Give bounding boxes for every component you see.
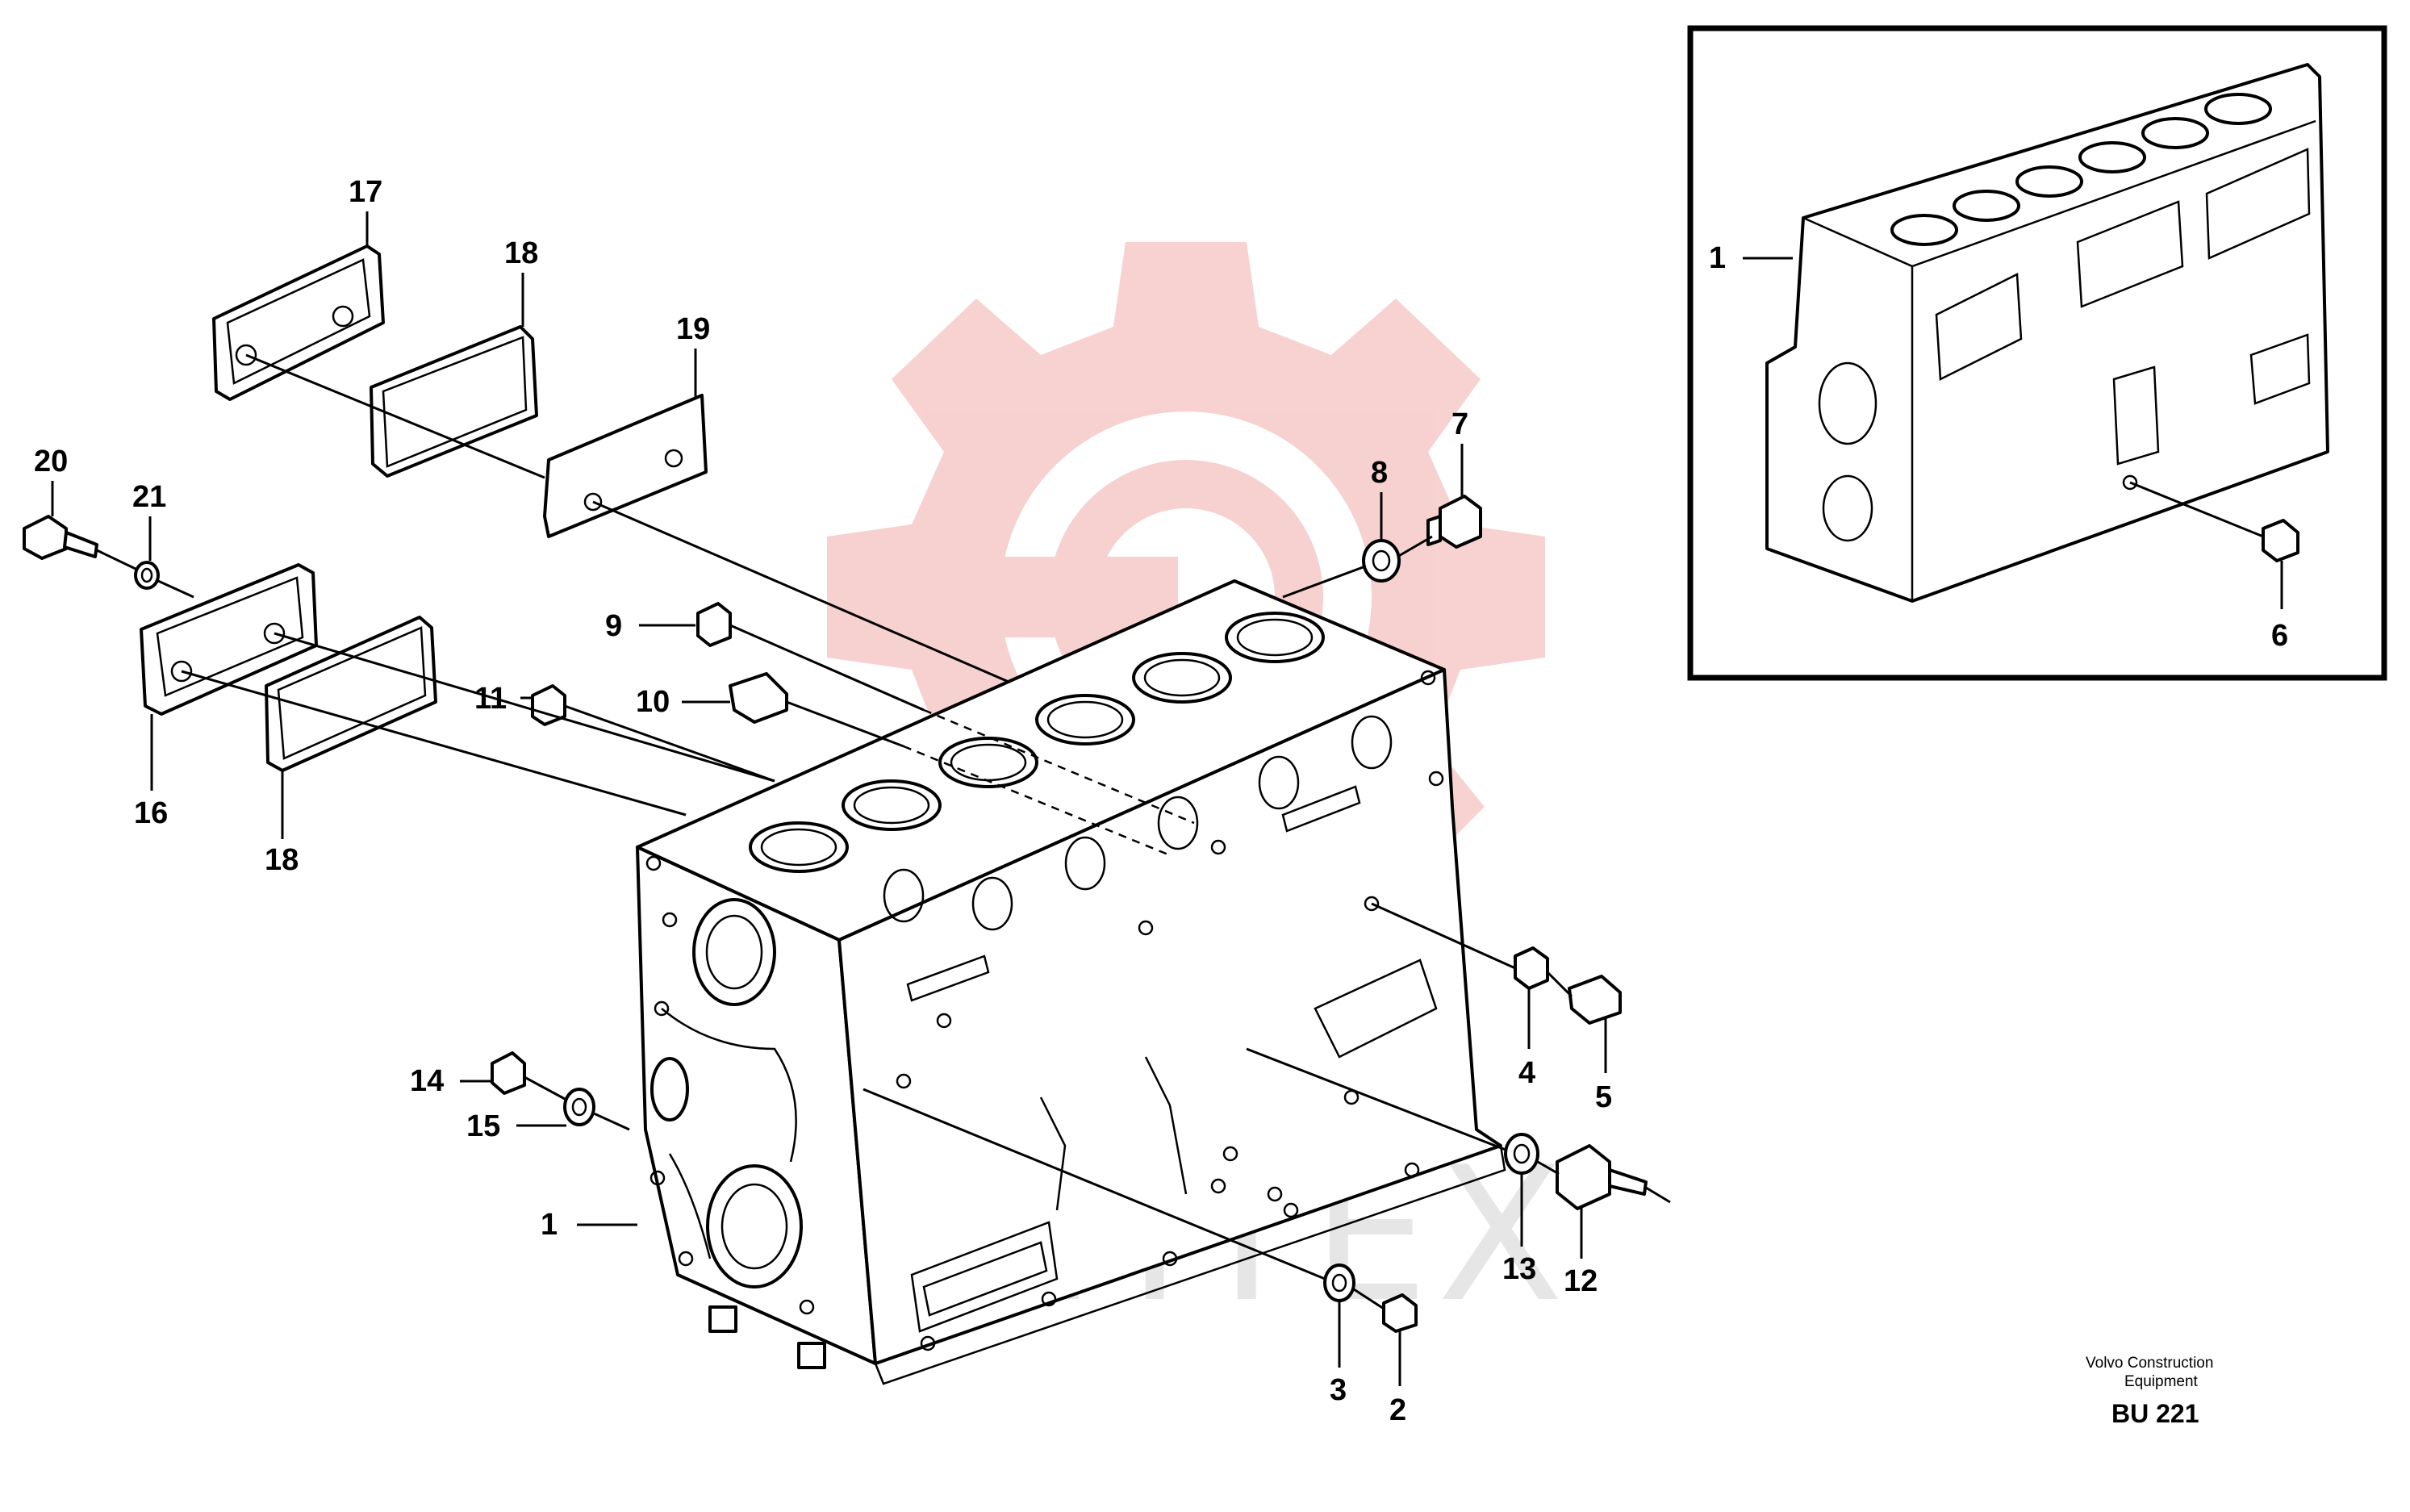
inset-panel: 1 6 xyxy=(1687,25,2387,681)
plug-9 xyxy=(696,602,732,647)
washer-13 xyxy=(1504,1133,1539,1175)
fitting-4 xyxy=(1514,946,1549,990)
footer-manufacturer-line2: Equipment xyxy=(2124,1373,2199,1390)
callout-8: 8 xyxy=(1371,456,1388,490)
washer-21 xyxy=(134,561,160,590)
callout-7: 7 xyxy=(1451,407,1468,441)
cylinder-bores xyxy=(749,612,1325,873)
plug-14 xyxy=(491,1051,526,1095)
callout-5: 5 xyxy=(1595,1080,1612,1114)
diagram-code: BU 221 xyxy=(2111,1399,2199,1428)
callout-19: 19 xyxy=(676,312,710,346)
callout-13: 13 xyxy=(1502,1252,1536,1286)
callout-3: 3 xyxy=(1330,1373,1347,1407)
callout-1: 1 xyxy=(541,1208,558,1242)
engine-block xyxy=(636,579,1506,1385)
inset-callout-6: 6 xyxy=(2271,619,2288,653)
callout-21: 21 xyxy=(132,480,166,514)
callout-ticks xyxy=(51,211,1607,1386)
sensor-12 xyxy=(1556,1144,1648,1210)
callout-20: 20 xyxy=(34,445,68,478)
callout-11: 11 xyxy=(474,682,507,716)
plate-19 xyxy=(543,394,708,538)
fitting-5 xyxy=(1568,975,1622,1025)
callout-labels: 17 18 19 20 21 16 18 8 7 9 10 11 4 5 13 … xyxy=(34,175,1612,1427)
callout-16: 16 xyxy=(134,796,168,830)
callout-4: 4 xyxy=(1518,1056,1535,1090)
footer: Volvo Construction Equipment BU 221 xyxy=(2086,1355,2213,1428)
sensor-10 xyxy=(729,672,788,724)
plug-7 xyxy=(1426,495,1482,549)
callout-18-top: 18 xyxy=(504,236,538,270)
inset-callout-1: 1 xyxy=(1709,241,1726,275)
callout-18-bottom: 18 xyxy=(265,843,299,877)
callout-12: 12 xyxy=(1564,1264,1598,1298)
callout-9: 9 xyxy=(605,609,622,643)
callout-17: 17 xyxy=(349,175,382,209)
gasket-18-bottom xyxy=(265,616,437,772)
callout-10: 10 xyxy=(636,685,670,719)
washer-8 xyxy=(1362,539,1401,583)
assembly-lines xyxy=(96,353,1671,1310)
washer-3 xyxy=(1323,1263,1355,1302)
plug-2 xyxy=(1382,1293,1418,1333)
washer-15 xyxy=(563,1088,595,1126)
callout-14: 14 xyxy=(410,1064,444,1098)
bolt-20 xyxy=(23,515,98,560)
inset-bores xyxy=(1890,93,2272,246)
plug-11 xyxy=(531,684,566,726)
callout-15: 15 xyxy=(466,1109,500,1143)
gasket-18-top xyxy=(370,325,538,478)
footer-manufacturer: Volvo Construction xyxy=(2086,1355,2213,1372)
callout-2: 2 xyxy=(1389,1393,1406,1427)
